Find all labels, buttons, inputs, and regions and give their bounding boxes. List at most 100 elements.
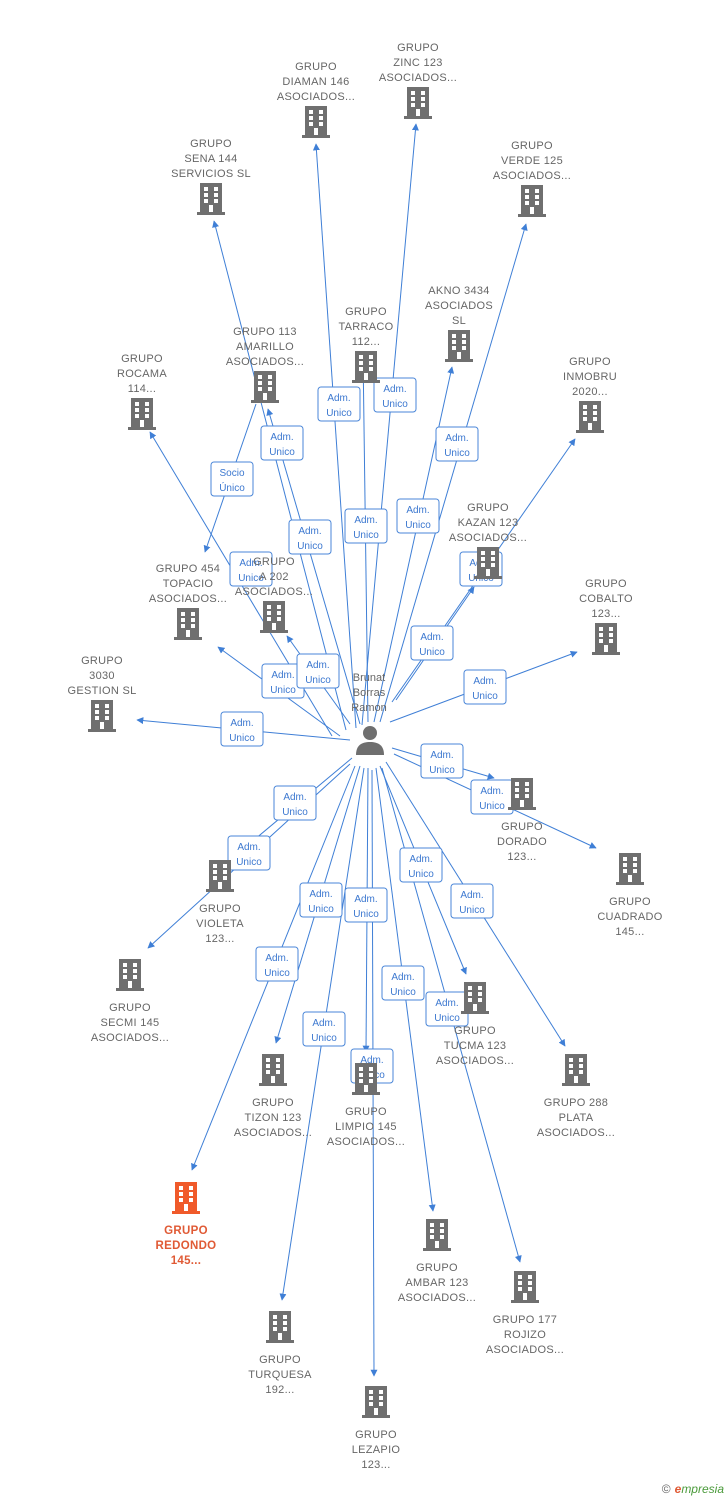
edge-role-label-dorado[interactable]: Adm.Unico — [420, 743, 464, 779]
edge-role-label-tizon[interactable]: Adm.Unico — [299, 882, 343, 918]
edge-role-label-rocama[interactable]: Adm.Unico — [229, 551, 273, 587]
company-label-line-3: 145... — [615, 926, 644, 938]
edge-role-label-cobalto[interactable]: Adm.Unico — [463, 669, 507, 705]
building-icon — [592, 623, 620, 655]
edge-role-label-violeta[interactable]: Adm.Unico — [273, 785, 317, 821]
edge-role-text-2: Unico — [311, 1033, 337, 1044]
building-icon — [266, 1311, 294, 1343]
edge-role-label-g202[interactable]: Adm.Unico — [296, 653, 340, 689]
company-label-line-3: 123... — [507, 851, 536, 863]
company-label-line-3: 145... — [171, 1255, 202, 1267]
company-node-turquesa[interactable]: GRUPOTURQUESA192... — [248, 1311, 312, 1396]
company-label-line-2: PLATA — [559, 1112, 594, 1124]
company-node-rojizo[interactable]: GRUPO 177ROJIZOASOCIADOS... — [486, 1271, 564, 1356]
company-label-line-1: GRUPO — [501, 821, 543, 833]
company-label-line-2: SECMI 145 — [101, 1017, 160, 1029]
company-node-cobalto[interactable]: GRUPOCOBALTO123... — [579, 578, 633, 655]
company-label-line-1: GRUPO 177 — [493, 1314, 557, 1326]
edge-role-label-limpio[interactable]: Adm.Unico — [344, 887, 388, 923]
company-label-line-3: SL — [452, 315, 466, 327]
company-label-line-1: GRUPO 454 — [156, 563, 220, 575]
edge-role-label-diaman[interactable]: Adm.Unico — [317, 386, 361, 422]
edge-role-text-2: Unico — [353, 909, 379, 920]
edge-role-text-1: Socio — [219, 468, 244, 479]
building-icon — [474, 547, 502, 579]
building-icon — [511, 1271, 539, 1303]
edge-line-zinc — [361, 123, 419, 726]
edge-role-label-topacio[interactable]: Adm.Unico — [261, 663, 305, 699]
edge-role-label-turquesa[interactable]: Adm.Unico — [302, 1011, 346, 1047]
company-node-inmobru[interactable]: GRUPOINMOBRU2020... — [563, 356, 617, 433]
edge-role-label-cuadrado[interactable]: Adm.Unico — [470, 779, 514, 815]
company-node-topacio[interactable]: GRUPO 454TOPACIOASOCIADOS... — [149, 563, 227, 640]
company-node-dorado[interactable]: GRUPODORADO123... — [497, 778, 547, 863]
company-node-lezapio[interactable]: GRUPOLEZAPIO123... — [352, 1386, 401, 1471]
edge-role-label-kazan[interactable]: Adm.Unico — [410, 625, 454, 661]
company-label-line-1: GRUPO — [467, 502, 509, 514]
company-node-redondo[interactable]: GRUPO REDONDO 145... — [156, 1182, 217, 1267]
company-node-violeta[interactable]: GRUPOVIOLETA123... — [196, 860, 244, 945]
edge-role-text-2: Unico — [444, 448, 470, 459]
building-icon — [562, 1054, 590, 1086]
edge-line-amarillo — [266, 408, 361, 725]
company-label-line-2: LEZAPIO — [352, 1444, 401, 1456]
edge-role-text-2: Unico — [238, 573, 264, 584]
building-icon — [259, 1054, 287, 1086]
building-icon — [362, 1386, 390, 1418]
edge-role-text-1: Adm. — [270, 432, 293, 443]
edge-role-label-secmi[interactable]: Adm.Unico — [227, 835, 271, 871]
company-node-tarraco[interactable]: GRUPOTARRACO112... — [338, 306, 393, 383]
building-icon — [616, 853, 644, 885]
building-icon — [88, 700, 116, 732]
company-label-line-3: ASOCIADOS... — [537, 1127, 615, 1139]
company-node-rocama[interactable]: GRUPOROCAMA114... — [117, 353, 167, 430]
company-label-line-1: GRUPO — [164, 1225, 208, 1237]
edge-role-label-plata[interactable]: Adm.Unico — [450, 883, 494, 919]
edge-role-label-amarillo[interactable]: Adm.Unico — [288, 519, 332, 555]
company-label-line-2: KAZAN 123 — [458, 517, 519, 529]
copyright-symbol: © — [661, 1482, 671, 1496]
building-icon — [445, 330, 473, 362]
logo-name: mpresia — [681, 1482, 724, 1496]
company-label-line-3: ASOCIADOS... — [277, 91, 355, 103]
edge-role-label-ambar[interactable]: Adm.Unico — [381, 965, 425, 1001]
edge-role-label-g3030[interactable]: Adm.Unico — [220, 711, 264, 747]
edge-role-label-akno[interactable]: Adm.Unico — [396, 498, 440, 534]
edge-role-box — [463, 669, 507, 705]
company-label-line-2: REDONDO — [156, 1240, 217, 1252]
building-icon — [423, 1219, 451, 1251]
company-node-amarillo[interactable]: GRUPO 113AMARILLOASOCIADOS... — [226, 326, 304, 403]
edge-role-box — [396, 498, 440, 534]
person-icon — [356, 726, 384, 755]
center-person-node[interactable]: Brunat Borras Ramon — [351, 672, 387, 755]
edge-role-label-tarraco[interactable]: Adm.Unico — [344, 508, 388, 544]
company-label-line-2: LIMPIO 145 — [335, 1121, 397, 1133]
edge-role-label-redondo[interactable]: Adm.Unico — [255, 946, 299, 982]
company-label-line-1: GRUPO — [585, 578, 627, 590]
edge-role-label-tucma[interactable]: Adm.Unico — [399, 847, 443, 883]
company-label-line-1: GRUPO 113 — [233, 326, 297, 338]
company-node-cuadrado[interactable]: GRUPOCUADRADO145... — [597, 853, 663, 938]
company-label-line-1: GRUPO — [345, 1106, 387, 1118]
company-node-plata[interactable]: GRUPO 288PLATAASOCIADOS... — [537, 1054, 615, 1139]
edge-role-label-zinc[interactable]: Adm.Unico — [373, 377, 417, 413]
edge-role-label-rojizo[interactable]: Adm.Unico — [425, 991, 469, 1027]
edge-role-label-verde[interactable]: Adm.Unico — [435, 426, 479, 462]
edge-role-box — [255, 946, 299, 982]
edge-role-label-sena[interactable]: Adm.Unico — [260, 425, 304, 461]
edge-role-text-2: Unico — [282, 807, 308, 818]
